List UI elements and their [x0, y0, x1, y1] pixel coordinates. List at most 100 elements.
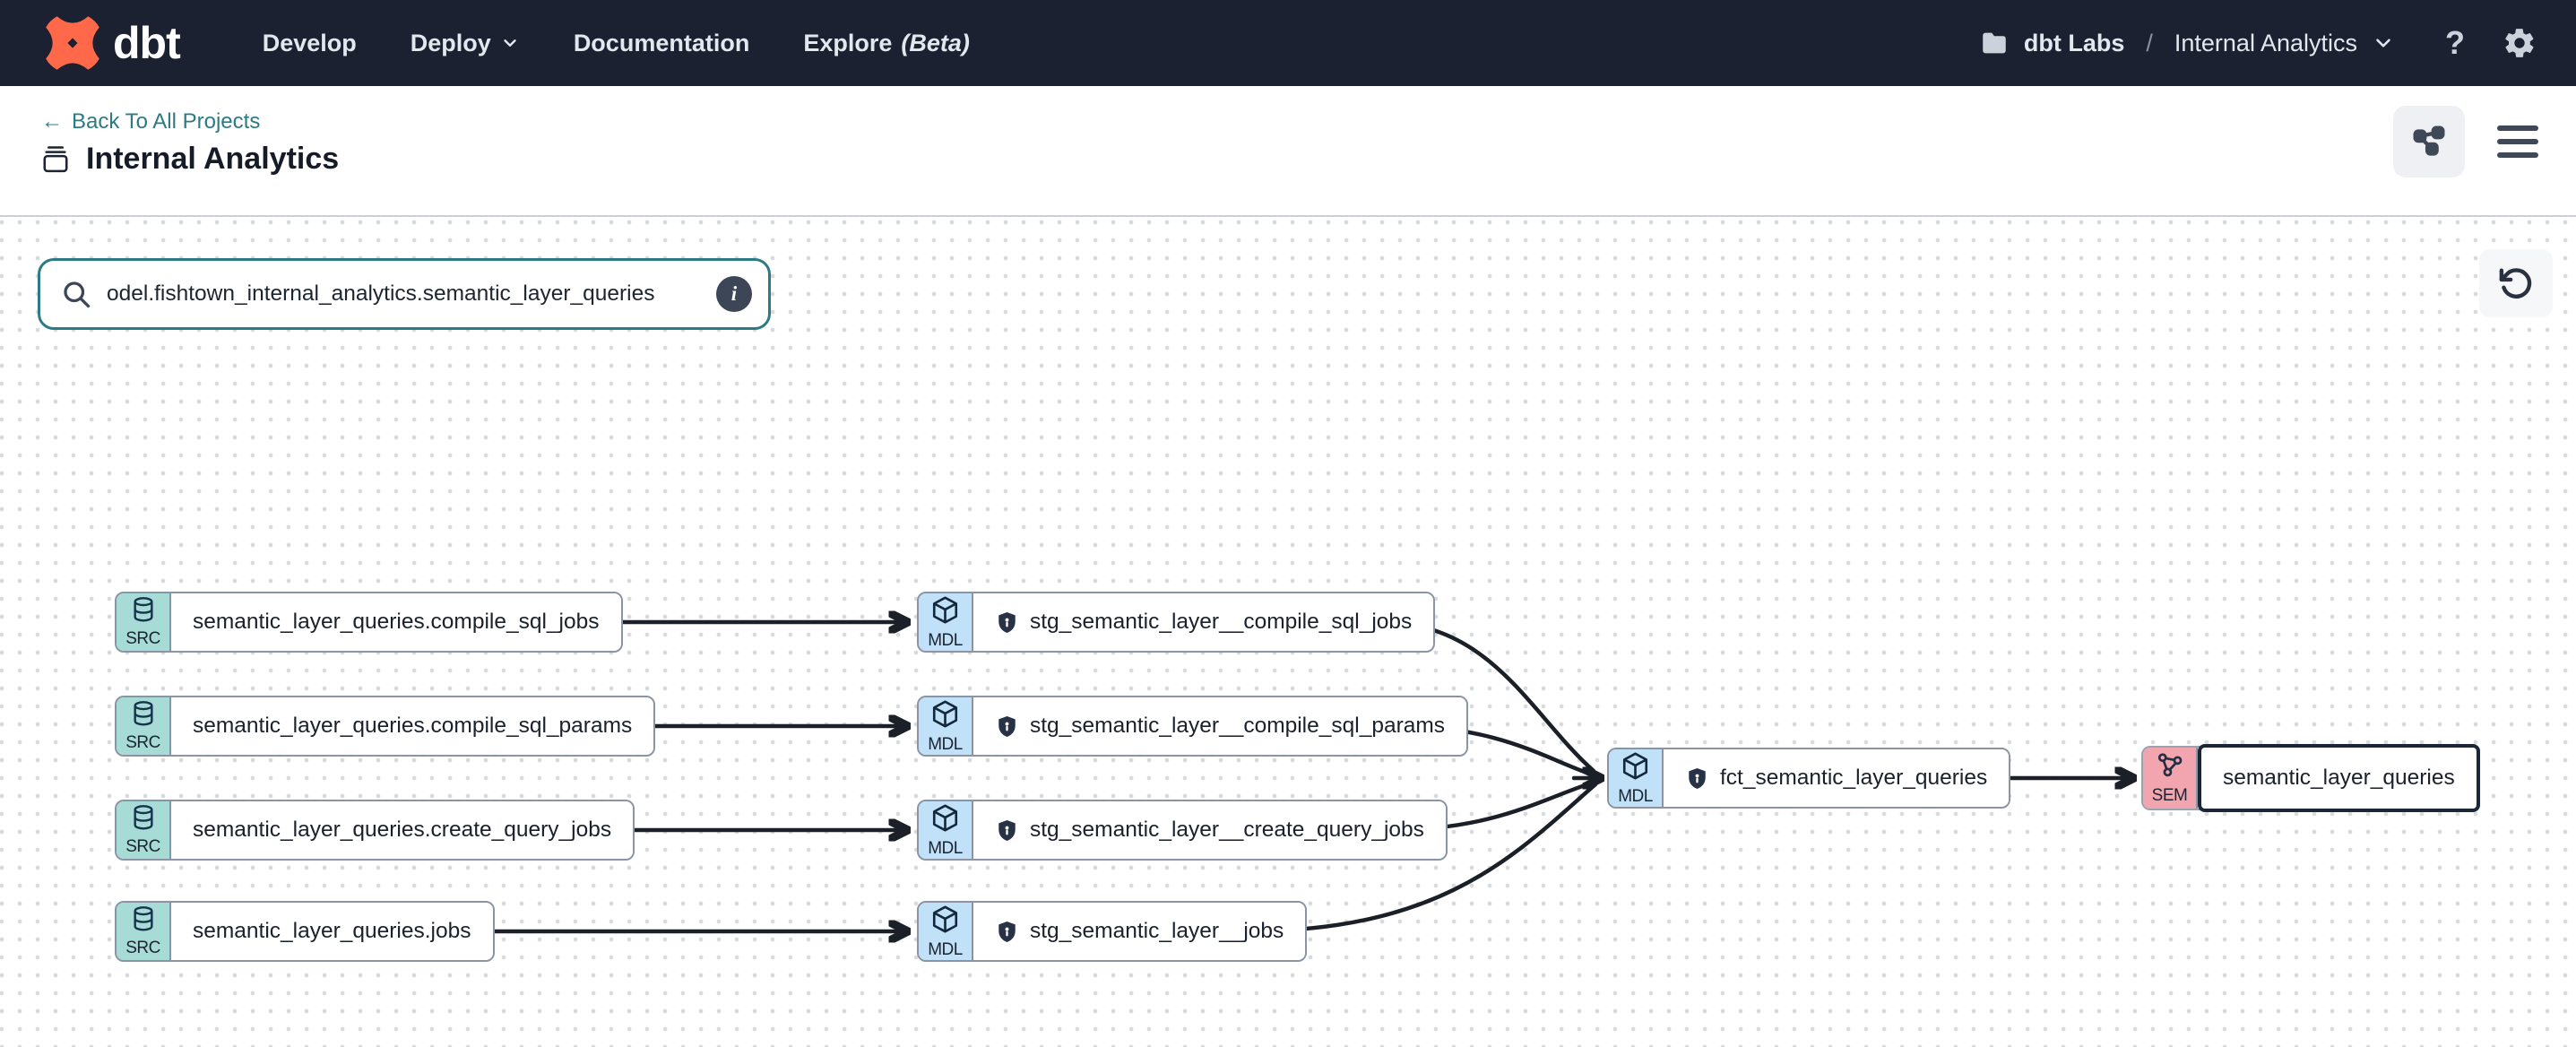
dbt-logo[interactable]: dbt: [45, 15, 181, 71]
node-type-label: SRC: [125, 629, 160, 648]
back-to-all-projects-link[interactable]: ← Back To All Projects: [41, 109, 261, 134]
node-body: semantic_layer_queries.create_query_jobs: [171, 801, 634, 859]
database-icon: [129, 803, 158, 836]
info-icon[interactable]: i: [716, 276, 752, 312]
back-arrow-icon: ←: [41, 109, 63, 134]
node-label: stg_semantic_layer__compile_sql_jobs: [1030, 610, 1413, 634]
node-mdl-fct-semantic-layer-queries[interactable]: MDL fct_semantic_layer_queries: [1607, 748, 2011, 809]
node-body: fct_semantic_layer_queries: [1664, 749, 2010, 807]
node-type-badge: MDL: [1609, 749, 1664, 807]
node-label: stg_semantic_layer__jobs: [1030, 919, 1284, 943]
gear-icon[interactable]: [2503, 26, 2537, 60]
node-type-badge: SRC: [117, 903, 171, 960]
chevron-down-icon[interactable]: [2372, 31, 2395, 55]
node-mdl-stg-jobs[interactable]: MDL stg_semantic_layer__jobs: [917, 901, 1308, 962]
node-label: semantic_layer_queries.compile_sql_jobs: [193, 610, 600, 634]
dbt-logo-icon: [46, 16, 99, 70]
folder-icon: [1983, 32, 2006, 54]
shield-icon: [995, 818, 1019, 843]
node-src-compile-sql-jobs[interactable]: SRC semantic_layer_queries.compile_sql_jo…: [115, 592, 623, 653]
cube-icon: [929, 698, 961, 734]
node-sem-semantic-layer-queries[interactable]: SEM semantic_layer_queries: [2141, 744, 2480, 812]
node-body: stg_semantic_layer__create_query_jobs: [973, 801, 1446, 859]
node-type-badge: SRC: [117, 697, 171, 755]
database-icon: [129, 904, 158, 938]
node-type-badge: SRC: [117, 801, 171, 859]
semantic-model-icon: [2155, 750, 2185, 785]
node-type-label: MDL: [928, 838, 963, 858]
node-type-label: MDL: [928, 734, 963, 754]
shield-icon: [995, 714, 1019, 739]
cube-icon: [929, 904, 961, 939]
database-icon: [129, 699, 158, 732]
top-nav: dbt Develop Deploy Documentation Explore…: [0, 0, 2576, 86]
edge-mdl-stg-jobs-to-mdl-fct-semantic-layer-queries: [1243, 782, 1598, 934]
node-type-badge: SEM: [2143, 748, 2198, 809]
node-src-create-query-jobs[interactable]: SRC semantic_layer_queries.create_query_j…: [115, 800, 635, 861]
cube-icon: [929, 594, 961, 630]
node-mdl-stg-compile-sql-params[interactable]: MDL stg_semantic_layer__compile_sql_param…: [917, 696, 1469, 757]
rotate-ccw-icon: [2499, 268, 2532, 299]
node-type-badge: MDL: [919, 593, 973, 651]
node-label: stg_semantic_layer__compile_sql_params: [1030, 714, 1446, 738]
node-mdl-stg-create-query-jobs[interactable]: MDL stg_semantic_layer__create_query_jobs: [917, 800, 1448, 861]
search-icon: [64, 281, 91, 308]
cube-icon: [1620, 750, 1651, 786]
node-type-label: SEM: [2151, 786, 2188, 805]
node-type-label: SRC: [125, 733, 160, 752]
nav-account-area: dbt Labs / Internal Analytics ?: [1979, 24, 2537, 62]
node-body: stg_semantic_layer__compile_sql_params: [973, 697, 1467, 755]
nav-item-documentation[interactable]: Documentation: [573, 29, 750, 56]
nav-item-develop[interactable]: Develop: [262, 29, 357, 56]
node-body: semantic_layer_queries.compile_sql_param…: [171, 697, 654, 755]
nav-menu: Develop Deploy Documentation Explore (Be…: [263, 30, 970, 57]
shield-icon: [1685, 766, 1709, 791]
help-icon[interactable]: ?: [2445, 24, 2465, 61]
brand-wordmark: dbt: [113, 18, 181, 68]
project-selector[interactable]: Internal Analytics: [2174, 29, 2357, 56]
cube-icon: [929, 802, 961, 838]
node-mdl-stg-compile-sql-jobs[interactable]: MDL stg_semantic_layer__compile_sql_jobs: [917, 592, 1436, 653]
node-body: semantic_layer_queries.compile_sql_jobs: [171, 593, 621, 651]
node-src-compile-sql-params[interactable]: SRC semantic_layer_queries.compile_sql_pa…: [115, 696, 656, 757]
lineage-icon: [2413, 125, 2445, 156]
lineage-canvas[interactable]: odel.fishtown_internal_analytics.semanti…: [0, 219, 2576, 1047]
hamburger-icon[interactable]: [2497, 117, 2538, 167]
database-icon: [129, 595, 158, 628]
search-input[interactable]: odel.fishtown_internal_analytics.semanti…: [107, 281, 655, 306]
node-type-label: MDL: [928, 630, 963, 650]
account-name[interactable]: dbt Labs: [2023, 29, 2125, 56]
chevron-down-icon: [504, 39, 516, 47]
node-type-badge: MDL: [919, 903, 973, 960]
node-type-badge: MDL: [919, 801, 973, 859]
node-body: stg_semantic_layer__jobs: [973, 903, 1306, 960]
node-body: semantic_layer_queries.jobs: [171, 903, 493, 960]
node-type-label: SRC: [125, 939, 160, 957]
node-label: semantic_layer_queries.jobs: [193, 919, 471, 943]
node-type-label: MDL: [928, 939, 963, 959]
node-src-jobs[interactable]: SRC semantic_layer_queries.jobs: [115, 901, 495, 962]
node-label: semantic_layer_queries: [2223, 766, 2455, 790]
node-label: fct_semantic_layer_queries: [1720, 766, 1988, 790]
shield-icon: [995, 920, 1019, 944]
reset-view-button[interactable]: [2479, 249, 2553, 317]
node-label: stg_semantic_layer__create_query_jobs: [1030, 818, 1424, 842]
page-title: Internal Analytics: [86, 142, 340, 176]
shield-icon: [995, 610, 1019, 635]
breadcrumb-separator: /: [2146, 29, 2153, 56]
title-row: Internal Analytics: [39, 142, 339, 177]
nav-item-explore[interactable]: Explore (Beta): [803, 29, 970, 56]
project-header: ← Back To All Projects Internal Analytic…: [0, 86, 2576, 217]
node-label: semantic_layer_queries.compile_sql_param…: [193, 714, 633, 738]
node-type-label: MDL: [1618, 786, 1653, 806]
node-body: semantic_layer_queries: [2198, 744, 2480, 812]
lineage-search-box[interactable]: odel.fishtown_internal_analytics.semanti…: [38, 258, 771, 330]
nav-item-deploy[interactable]: Deploy: [411, 30, 520, 57]
node-type-label: SRC: [125, 837, 160, 856]
project-icon: [43, 145, 68, 172]
lineage-view-button[interactable]: [2393, 106, 2465, 177]
node-label: semantic_layer_queries.create_query_jobs: [193, 818, 612, 842]
node-body: stg_semantic_layer__compile_sql_jobs: [973, 593, 1434, 651]
node-type-badge: SRC: [117, 593, 171, 651]
explore-beta-tag: (Beta): [901, 29, 970, 56]
